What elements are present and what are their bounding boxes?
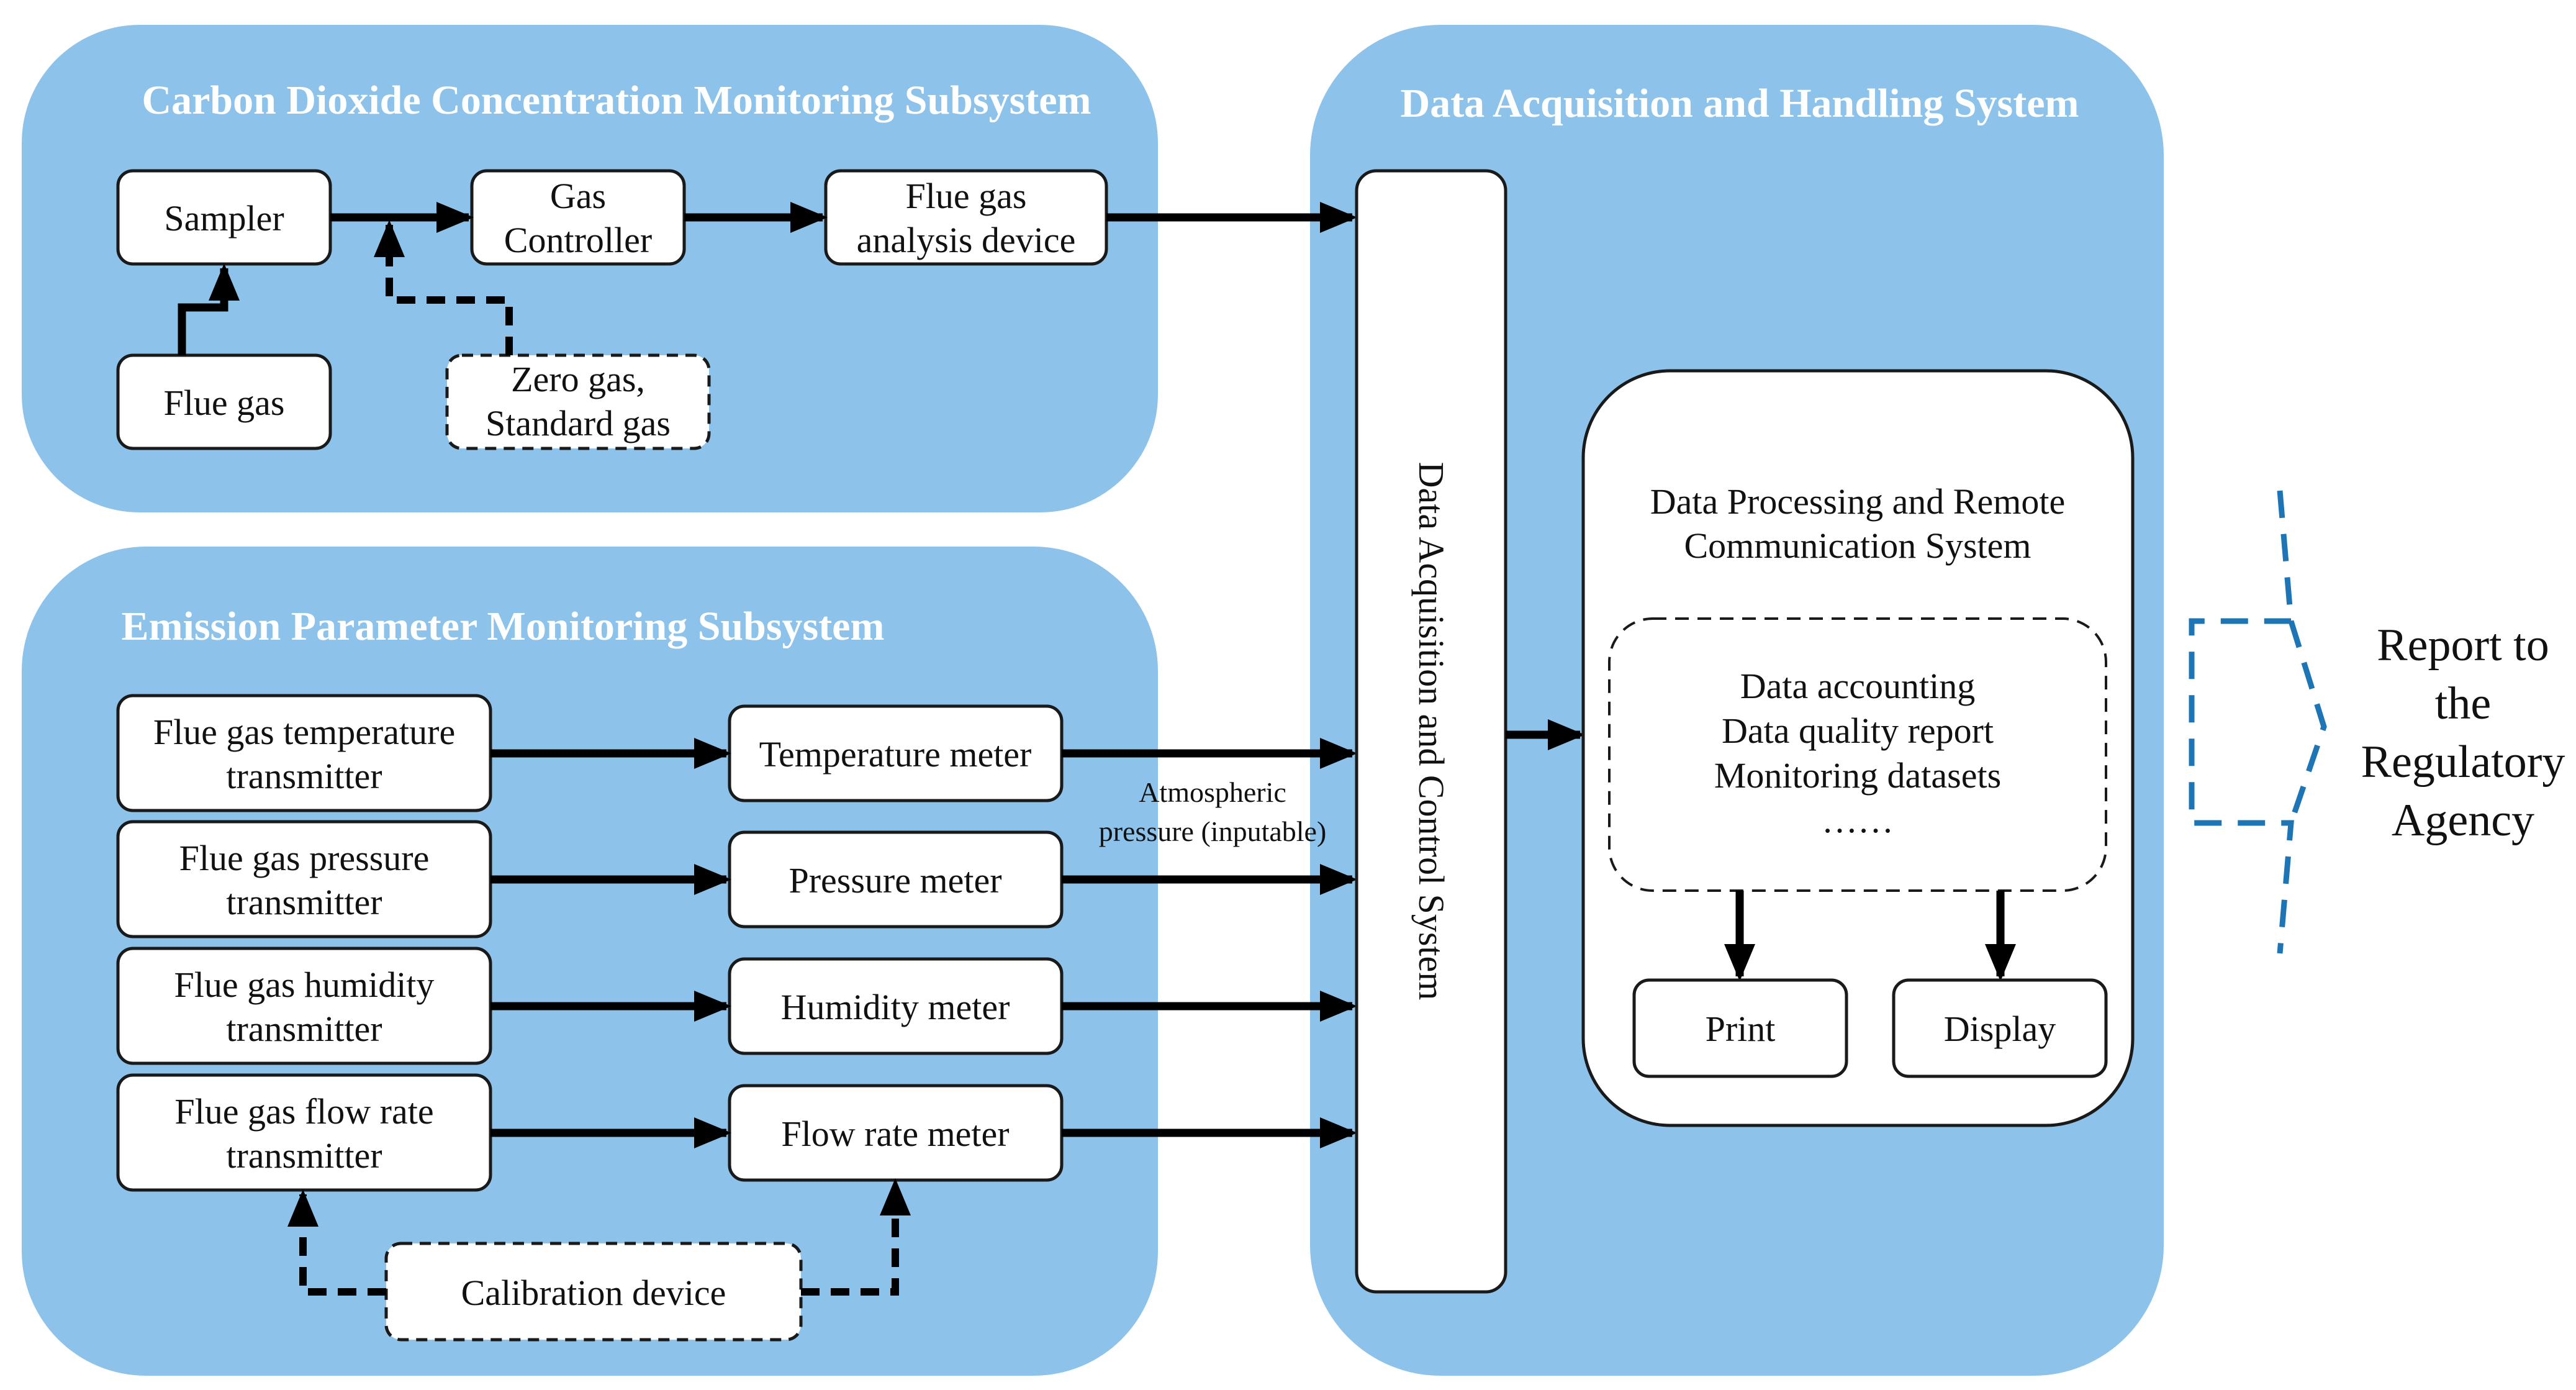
transmitter-humidity-line1: Flue gas humidity (174, 965, 435, 1005)
gas-controller-box: Gas Controller (470, 169, 686, 266)
pressure-meter-label: Pressure meter (789, 860, 1001, 901)
zero-gas-box: Zero gas, Standard gas (445, 353, 711, 450)
calibration-device-box: Calibration device (384, 1242, 803, 1342)
sampler-box: Sampler (116, 169, 332, 266)
display-label: Display (1944, 1009, 2056, 1049)
display-box: Display (1892, 978, 2108, 1078)
processing-item-quality-report: Data quality report (1722, 711, 1994, 751)
gas-controller-label-line1: Gas (550, 176, 606, 216)
zero-gas-label-line2: Standard gas (486, 403, 671, 443)
temperature-meter-box: Temperature meter (728, 704, 1064, 802)
atmospheric-note-line2: pressure (inputable) (1099, 815, 1327, 847)
zero-gas-to-line-arrow (374, 220, 513, 355)
humidity-meter-label: Humidity meter (781, 987, 1010, 1027)
processing-item-data-accounting: Data accounting (1740, 666, 1975, 706)
transmitter-temperature-line2: transmitter (226, 756, 382, 796)
processing-title-line1: Data Processing and Remote (1650, 481, 2065, 522)
processing-item-monitoring-datasets: Monitoring datasets (1714, 755, 2001, 796)
print-label: Print (1706, 1009, 1776, 1049)
transmission-bolt-icon (2189, 490, 2327, 954)
pressure-meter-box: Pressure meter (728, 830, 1064, 929)
report-line2: the (2435, 678, 2491, 729)
gas-controller-label-line2: Controller (504, 220, 652, 260)
daq-system-title: Data Acquisition and Handling System (1401, 81, 2079, 126)
transmitter-pressure-line1: Flue gas pressure (179, 838, 430, 878)
temperature-meter-label: Temperature meter (759, 734, 1032, 774)
atmospheric-note-line1: Atmospheric (1139, 776, 1286, 808)
analysis-device-label-line1: Flue gas (906, 176, 1027, 216)
transmitter-humidity-line2: transmitter (226, 1009, 382, 1049)
humidity-meter-box: Humidity meter (728, 957, 1064, 1055)
processing-title-line2: Communication System (1684, 525, 2031, 566)
analysis-device-label-line2: analysis device (857, 220, 1076, 260)
print-box: Print (1632, 978, 1848, 1078)
flow-rate-meter-box: Flow rate meter (728, 1084, 1064, 1182)
transmitter-flow-line1: Flue gas flow rate (174, 1091, 433, 1132)
processing-items-group: Data accounting Data quality report Moni… (1608, 617, 2107, 892)
transmitter-temperature-line1: Flue gas temperature (153, 712, 455, 752)
emission-subsystem-title: Emission Parameter Monitoring Subsystem (122, 604, 885, 649)
calibration-device-label: Calibration device (461, 1273, 726, 1313)
transmitter-flow-line2: transmitter (226, 1135, 382, 1176)
processing-system-box: Data Processing and Remote Communication… (1581, 369, 2135, 1127)
transmitter-flow-box: Flue gas flow rate transmitter (116, 1073, 492, 1192)
transmitter-pressure-box: Flue gas pressure transmitter (116, 820, 492, 938)
transmitter-pressure-line2: transmitter (226, 882, 382, 922)
report-label: Report to the Regulatory Agency (2361, 620, 2565, 846)
control-system-label: Data Acquisition and Control System (1411, 462, 1452, 1001)
flue-gas-label: Flue gas (164, 383, 285, 423)
sampler-label: Sampler (164, 198, 284, 238)
flue-gas-to-sampler-arrow (178, 263, 240, 355)
analysis-device-box: Flue gas analysis device (824, 169, 1108, 266)
report-line1: Report to (2377, 620, 2549, 671)
processing-item-ellipsis: …… (1822, 800, 1894, 840)
co2-subsystem-title: Carbon Dioxide Concentration Monitoring … (142, 78, 1091, 123)
flue-gas-box: Flue gas (116, 353, 332, 450)
report-line3: Regulatory (2361, 737, 2565, 788)
flow-rate-meter-label: Flow rate meter (781, 1114, 1009, 1154)
report-line4: Agency (2392, 795, 2534, 846)
transmitter-temperature-box: Flue gas temperature transmitter (116, 694, 492, 812)
control-system-box: Data Acquisition and Control System (1355, 169, 1507, 1294)
calibration-to-meter-arrow (801, 1178, 911, 1296)
zero-gas-label-line1: Zero gas, (511, 359, 645, 399)
transmitter-humidity-box: Flue gas humidity transmitter (116, 947, 492, 1065)
